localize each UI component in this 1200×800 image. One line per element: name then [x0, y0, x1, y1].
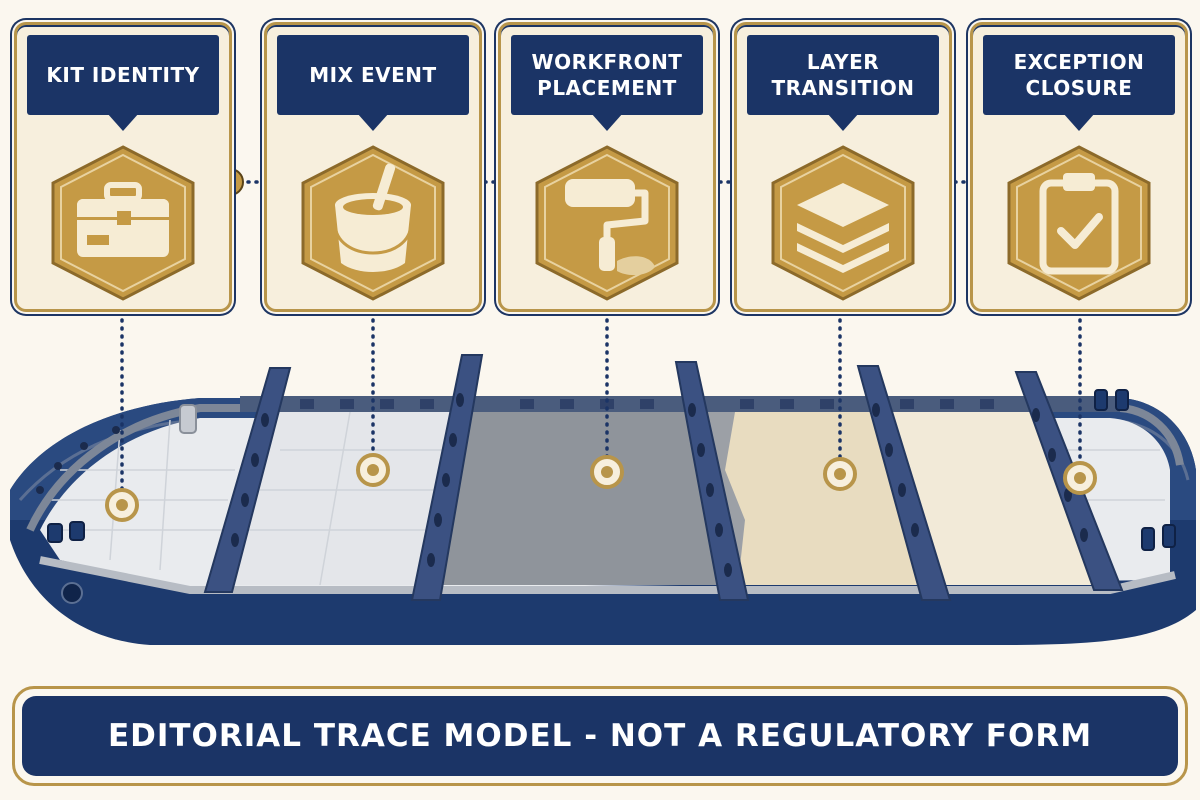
step-card-mix-event: MIX EVENT — [264, 22, 482, 312]
step-title: EXCEPTION CLOSURE — [983, 35, 1175, 115]
disclaimer-banner: EDITORIAL TRACE MODEL - NOT A REGULATORY… — [12, 686, 1188, 786]
step-title: KIT IDENTITY — [27, 35, 219, 115]
bulkhead-1 — [203, 367, 292, 593]
deck-marker-2 — [356, 453, 390, 487]
step-title: LAYER TRANSITION — [747, 35, 939, 115]
toolbox-icon — [51, 145, 195, 301]
clipboard-check-icon — [1007, 145, 1151, 301]
bollards — [47, 389, 1176, 551]
deck-section-light — [215, 412, 470, 585]
deck-marker-5 — [1063, 461, 1097, 495]
disclaimer-text: EDITORIAL TRACE MODEL - NOT A REGULATORY… — [22, 696, 1178, 776]
step-card-layer-transition: LAYER TRANSITION — [734, 22, 952, 312]
deck-marker-1 — [105, 488, 139, 522]
bulkhead-3 — [674, 361, 750, 601]
step-title: MIX EVENT — [277, 35, 469, 115]
step-card-kit-identity: KIT IDENTITY — [14, 22, 232, 312]
deck-section-dark — [430, 412, 740, 585]
step-card-workfront-placement: WORKFRONT PLACEMENT — [498, 22, 716, 312]
bulkheads — [203, 354, 1124, 601]
bulkhead-4 — [856, 365, 952, 601]
deck-vent — [179, 404, 197, 434]
deck-marker-4 — [823, 457, 857, 491]
step-card-exception-closure: EXCEPTION CLOSURE — [970, 22, 1188, 312]
step-title: WORKFRONT PLACEMENT — [511, 35, 703, 115]
deck-marker-3 — [590, 455, 624, 489]
paint-roller-icon — [535, 145, 679, 301]
deck-section-beige — [700, 412, 930, 585]
deck-markers — [105, 453, 1097, 522]
hull-porthole — [61, 582, 83, 604]
layers-icon — [771, 145, 915, 301]
paint-bucket-icon — [301, 145, 445, 301]
